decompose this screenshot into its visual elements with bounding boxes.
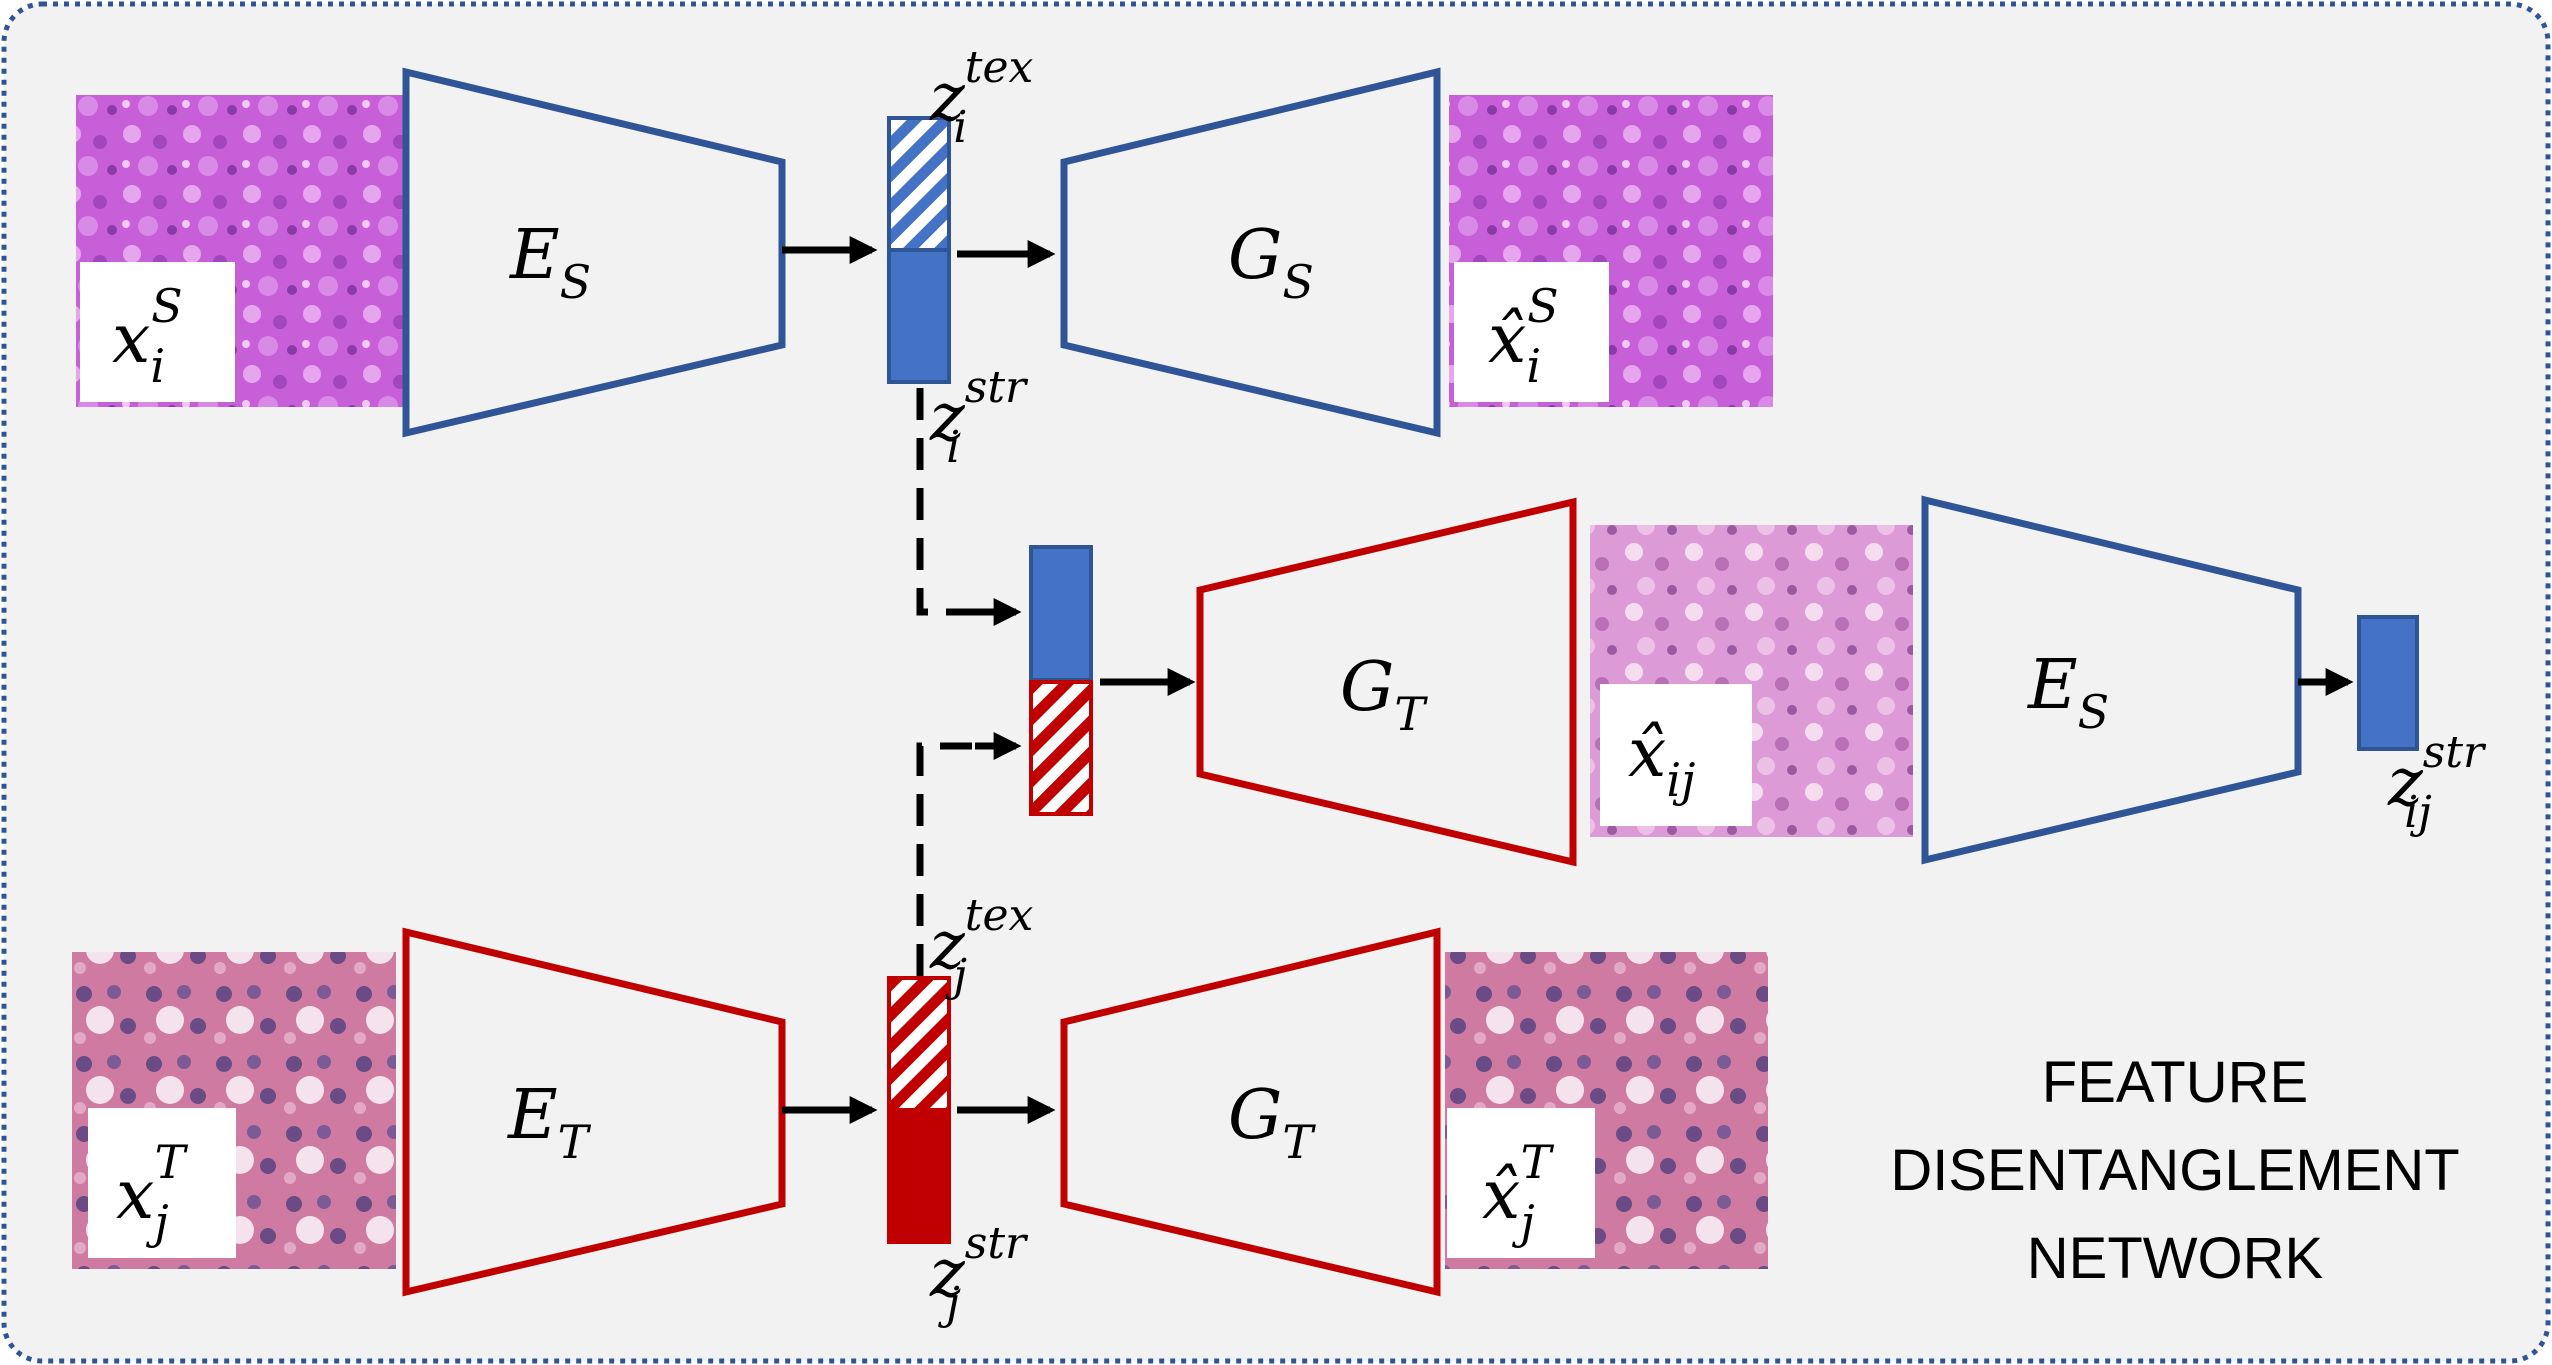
title-line-3: NETWORK: [2027, 1226, 2324, 1291]
encoder-source-mid-trapezoid: [1921, 495, 2302, 865]
label-box-xhat-target: [1447, 1108, 1595, 1258]
label-box-x-target: [88, 1108, 236, 1258]
encoder-target-label: ET: [506, 1076, 592, 1169]
generator-target-mid-label: GT: [1340, 648, 1428, 741]
generator-source-label: GS: [1228, 216, 1314, 309]
dashed-path-str-i: [916, 388, 990, 616]
latent-str-i: [887, 248, 951, 384]
label-box-x-source: [80, 262, 235, 402]
title-line-2: DISENTANGLEMENT: [1890, 1138, 2459, 1203]
dashed-path-tex-j: [916, 742, 990, 976]
latent-mix-str: [1029, 545, 1093, 682]
encoder-source-trapezoid: [402, 67, 786, 438]
generator-target-label: GT: [1228, 1076, 1316, 1169]
generator-source-trapezoid: [1060, 67, 1441, 438]
latent-tex-i: [887, 116, 951, 252]
encoder-source-mid-label: ES: [2026, 646, 2109, 739]
x-target-label: xjT: [116, 1135, 189, 1249]
title-line-1: FEATURE: [2042, 1050, 2308, 1115]
xhat-source-label: x̂iS: [1488, 279, 1559, 393]
xhat-target-label: x̂jT: [1482, 1135, 1555, 1249]
generator-target-trapezoid: [1060, 927, 1441, 1297]
generator-target-mid-trapezoid: [1196, 497, 1577, 867]
label-box-xhat-source: [1454, 262, 1609, 402]
latent-tex-j: [887, 976, 951, 1112]
encoder-target-trapezoid: [402, 927, 786, 1297]
label-box-xhat-ij: [1600, 684, 1752, 826]
xhat-ij-label: x̂ij: [1628, 714, 1695, 807]
latent-mix-tex: [1029, 680, 1093, 816]
latent-str-ij: [2357, 615, 2419, 751]
encoder-source-label: ES: [508, 216, 591, 309]
latent-str-j: [887, 1108, 951, 1244]
x-source-label: xiS: [112, 279, 183, 393]
